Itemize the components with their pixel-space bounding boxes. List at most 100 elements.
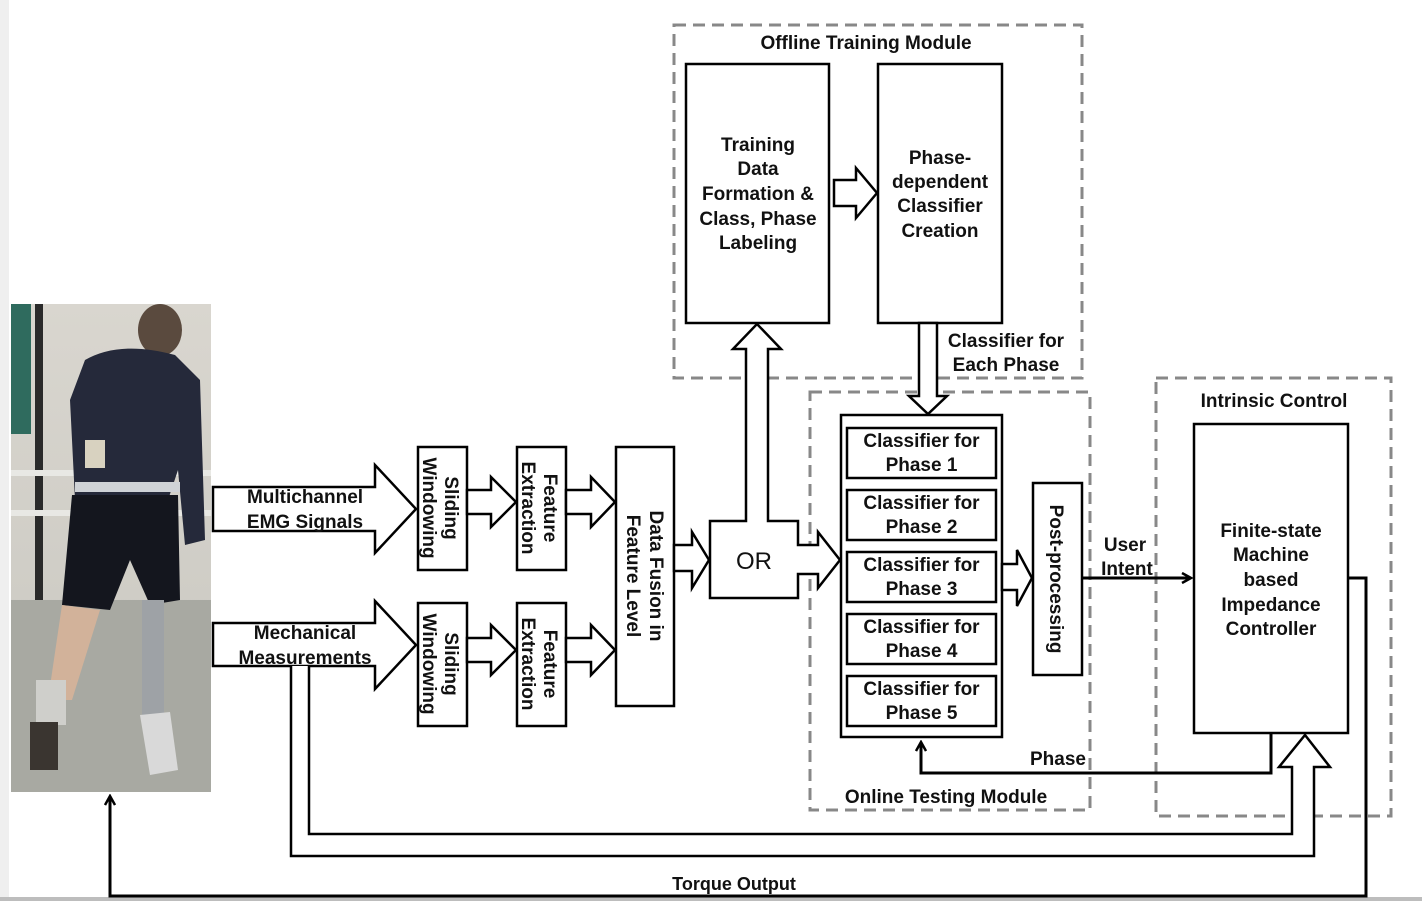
intrinsic-control-module-border [1154, 376, 1393, 818]
photo-prosthetic-shoe [140, 712, 178, 775]
sliding-windowing-emg-block: Sliding Windowing [416, 445, 469, 572]
classifier-creation-line3: Classifier [897, 196, 983, 217]
training-data-line5: Labeling [719, 233, 797, 254]
data-fusion-block: Data Fusion in Feature Level [614, 445, 676, 708]
feature-extraction-emg-line2: Extraction [517, 462, 538, 555]
phase-classifier-title: Classifier for [863, 431, 980, 452]
training-data-line4: Class, Phase [699, 209, 816, 230]
phase-classifier-box [845, 426, 998, 480]
arrow-fusion-to-or [672, 527, 711, 593]
phase-classifier-phase: Phase 5 [886, 703, 958, 724]
arrow-fe-to-fusion-emg [564, 473, 617, 531]
online-testing-module-border [808, 390, 1092, 812]
phase-classifier-phase: Phase 3 [886, 579, 958, 600]
torque-output-arrow [110, 576, 1368, 898]
phase-feedback-label: Phase [1030, 749, 1086, 770]
training-data-line3: Formation & [702, 184, 814, 205]
arrow-fe-to-fusion-mech [564, 621, 617, 679]
photo-shorts [62, 495, 180, 610]
sliding-windowing-mech-block: Sliding Windowing [416, 601, 469, 728]
phase-classifier-box [845, 550, 998, 604]
training-data-formation-block: Training Data Formation & Class, Phase L… [684, 62, 831, 325]
photo-badge [85, 440, 105, 468]
classifier-creation-line4: Creation [901, 221, 978, 242]
photo-leg [48, 605, 100, 700]
sliding-windowing-emg-line2: Windowing [418, 457, 439, 558]
classifier-creation-line2: dependent [892, 172, 989, 193]
online-testing-module-title: Online Testing Module [845, 787, 1047, 808]
feature-extraction-mech-line2: Extraction [517, 618, 538, 711]
user-intent-label-line1: User [1104, 535, 1147, 556]
phase-classifier-box [845, 612, 998, 666]
post-processing-label: Post-processing [1045, 505, 1066, 654]
sliding-windowing-mech-line2: Windowing [418, 613, 439, 714]
arrow-training-to-creation [832, 164, 879, 222]
classifier-each-phase-label-line2: Each Phase [953, 355, 1060, 376]
controller-line5: Controller [1226, 619, 1317, 640]
or-gate-with-outputs [708, 322, 842, 600]
or-gate-block: OR [708, 322, 842, 600]
left-margin-bar [0, 0, 9, 901]
impedance-controller-block: Finite-state Machine based Impedance Con… [1192, 422, 1350, 735]
arrow-classifiers-to-postprocessing [1000, 549, 1034, 607]
training-data-line2: Data [737, 159, 779, 180]
data-fusion-line1: Data Fusion in [645, 511, 666, 642]
phase-classifier-phase: Phase 1 [886, 455, 958, 476]
feature-extraction-mech-line1: Feature [539, 630, 560, 699]
controller-line2: Machine [1233, 545, 1309, 566]
photo-green-panel [11, 304, 31, 434]
mechanical-measurements-label-line2: Measurements [238, 648, 371, 669]
phase-classifier-phase: Phase 2 [886, 517, 958, 538]
phase-classifier-box [845, 674, 998, 728]
feature-extraction-mech-block: Feature Extraction [515, 601, 568, 728]
classifier-creation-block: Phase- dependent Classifier Creation [876, 62, 1004, 325]
feature-extraction-emg-block: Feature Extraction [515, 445, 568, 572]
feature-extraction-emg-line1: Feature [539, 474, 560, 543]
emg-signals-label-line2: EMG Signals [247, 512, 363, 533]
arrow-sw-to-fe-emg [465, 473, 518, 531]
phase-classifier-title: Classifier for [863, 617, 980, 638]
mechanical-feedback-arrow [289, 666, 1333, 858]
sliding-windowing-emg-line1: Sliding [440, 476, 461, 539]
mechanical-measurements-arrow [211, 597, 418, 693]
arrow-sw-to-fe-mech [465, 621, 518, 679]
controller-line3: based [1244, 570, 1299, 591]
controller-line1: Finite-state [1220, 521, 1321, 542]
classifier-creation-line1: Phase- [909, 148, 971, 169]
phase-classifier-title: Classifier for [863, 679, 980, 700]
training-data-line1: Training [721, 135, 795, 156]
phase-classifier-title: Classifier for [863, 493, 980, 514]
intrinsic-control-module-title: Intrinsic Control [1201, 391, 1348, 412]
bottom-margin-bar [0, 897, 1422, 901]
classifier-each-phase-arrow [905, 321, 951, 416]
subject-photo [11, 304, 211, 792]
photo-prosthesis [142, 600, 164, 715]
photo-head [138, 304, 182, 356]
photo-belt [75, 482, 180, 492]
phase-classifier-phase: Phase 4 [886, 641, 958, 662]
sliding-windowing-mech-line1: Sliding [440, 632, 461, 695]
post-processing-block: Post-processing [1031, 481, 1084, 677]
photo-boot [30, 722, 58, 770]
user-intent-label-line2: Intent [1101, 559, 1153, 580]
emg-signals-arrow [211, 461, 418, 557]
mechanical-measurements-label-line1: Mechanical [254, 623, 356, 644]
classifier-each-phase-label-line1: Classifier for [948, 331, 1065, 352]
photo-sock [36, 680, 66, 725]
emg-signals-label-line1: Multichannel [247, 487, 363, 508]
data-fusion-line2: Feature Level [622, 515, 643, 638]
phase-feedback-arrow [921, 733, 1273, 775]
phase-classifier-title: Classifier for [863, 555, 980, 576]
phase-classifier-box [845, 488, 998, 542]
controller-line4: Impedance [1221, 595, 1320, 616]
or-gate-label: OR [736, 548, 772, 575]
offline-training-module-title: Offline Training Module [760, 33, 971, 54]
torque-output-label: Torque Output [672, 874, 796, 894]
